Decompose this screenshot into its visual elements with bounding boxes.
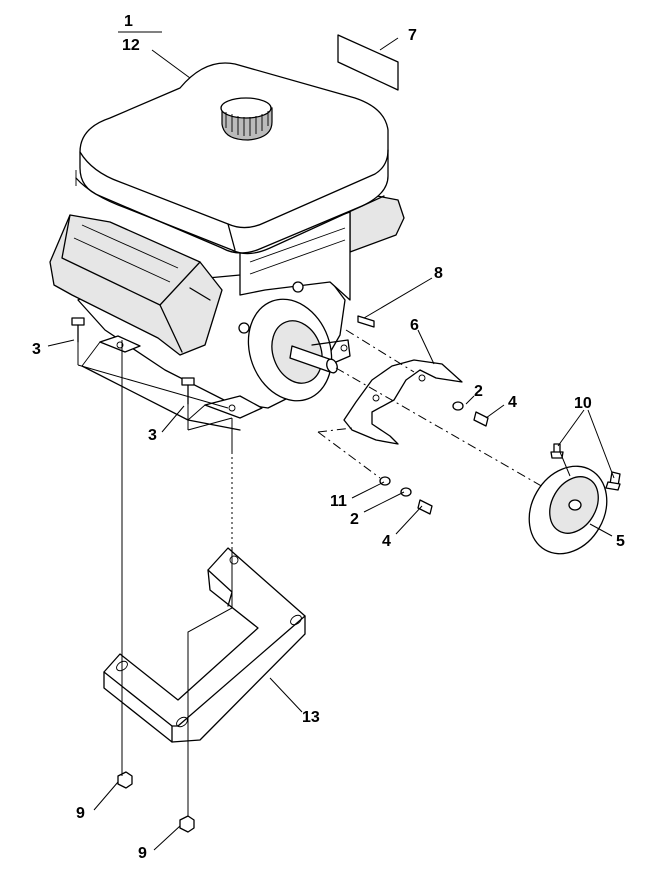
callout-1: 1 (124, 13, 133, 30)
engine-assembly (49, 62, 405, 431)
set-screws-part-10 (550, 443, 621, 491)
callout-10: 10 (574, 395, 592, 412)
callout-9-lower: 9 (138, 845, 147, 862)
key-part-8 (357, 315, 375, 328)
hardware-bolts-washers (379, 401, 489, 515)
callout-8: 8 (434, 265, 443, 282)
mounting-plate-part-13 (103, 547, 306, 743)
lock-nuts-part-9 (117, 771, 195, 833)
callout-12: 12 (122, 37, 140, 54)
callout-leaders (47, 31, 615, 851)
pulley-part-5 (528, 465, 608, 555)
callout-2-upper: 2 (474, 383, 483, 400)
assembly-lines (77, 329, 571, 816)
callout-5: 5 (616, 533, 625, 550)
engine-bolts-part-3 (71, 317, 195, 405)
callout-13: 13 (302, 709, 320, 726)
callout-3-left: 3 (32, 341, 41, 358)
callout-6: 6 (410, 317, 419, 334)
decal-part-7 (337, 34, 399, 91)
belt-guide-part-6 (343, 359, 463, 445)
callout-2-lower: 2 (350, 511, 359, 528)
callout-3-center: 3 (148, 427, 157, 444)
callout-4-upper: 4 (508, 394, 517, 411)
callout-11: 11 (330, 493, 347, 510)
callout-9-upper: 9 (76, 805, 85, 822)
callout-4-lower: 4 (382, 533, 391, 550)
callout-7: 7 (408, 27, 417, 44)
